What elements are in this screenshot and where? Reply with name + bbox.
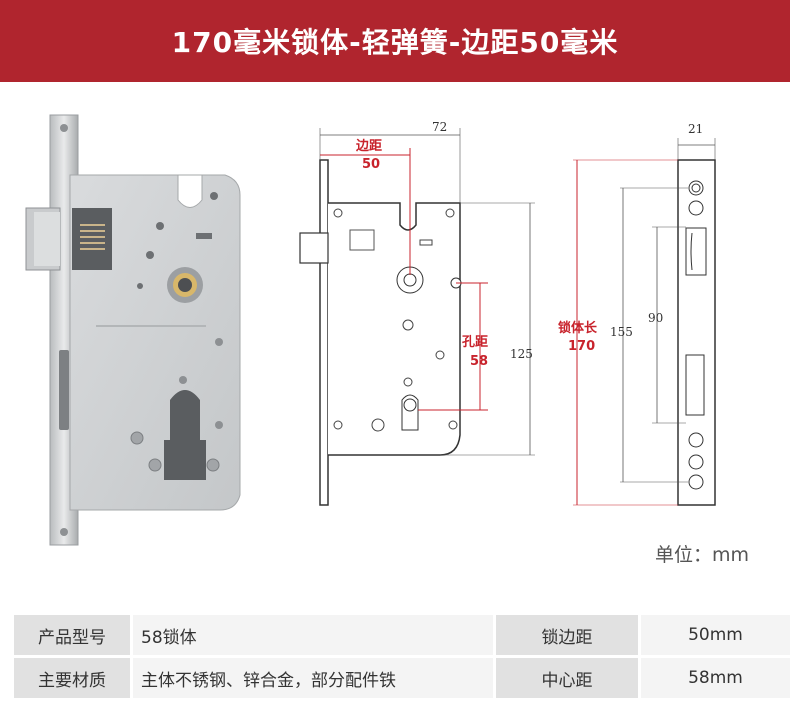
dimension-drawing: 72 边距 50 孔距 58 125 21 90 155 锁体长 170 [299,120,716,506]
backset-label: 边距 [355,139,382,154]
title-banner: 170毫米锁体-轻弹簧-边距50毫米 [0,0,790,82]
dim-body-height: 125 [510,347,533,361]
dim-inner-length: 155 [610,325,633,339]
table-row: 产品型号 58锁体 锁边距 50mm [0,615,790,655]
dim-screw-spacing: 90 [648,311,663,325]
spec-value: 58mm [641,658,790,698]
backset-value: 50 [362,157,380,172]
spec-value: 58锁体 [133,615,493,655]
spec-label: 产品型号 [14,615,130,655]
spec-value: 50mm [641,615,790,655]
length-value: 170 [568,339,595,354]
faceplate-front [677,159,716,506]
dim-top-width: 72 [432,120,447,134]
hole-spacing-value: 58 [470,354,488,369]
dim-faceplate-width: 21 [688,122,703,136]
hole-spacing-label: 孔距 [462,335,488,350]
spec-value: 主体不锈钢、锌合金，部分配件铁 [133,658,493,698]
page-title: 170毫米锁体-轻弹簧-边距50毫米 [171,26,619,59]
table-row: 主要材质 主体不锈钢、锌合金，部分配件铁 中心距 58mm [0,658,790,698]
spec-table: 产品型号 58锁体 锁边距 50mm 主要材质 主体不锈钢、锌合金，部分配件铁 … [0,614,790,701]
spec-label: 中心距 [496,658,638,698]
length-label: 锁体长 [558,320,598,336]
spec-label: 锁边距 [496,615,638,655]
unit-label: 单位：mm [655,544,750,566]
spec-label: 主要材质 [14,658,130,698]
lock-body-photo [25,114,241,546]
faceplate-outline [319,159,329,506]
case-outline [328,202,461,456]
